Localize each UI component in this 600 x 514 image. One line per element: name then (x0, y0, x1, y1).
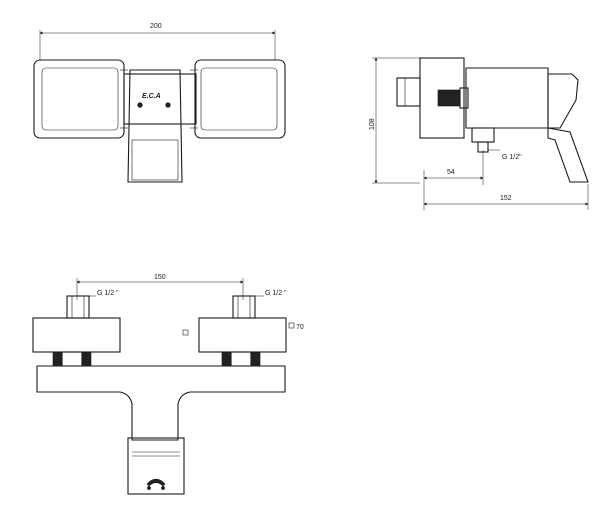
hot-indicator-icon (137, 102, 143, 108)
bottom-left-flange (32, 317, 121, 353)
front-handle (127, 69, 183, 183)
bottom-thread-right-label: G 1/2 " (265, 290, 287, 297)
bottom-left-nut (61, 351, 83, 367)
side-lever (547, 73, 579, 129)
bottom-square-label: 70 (296, 324, 304, 331)
side-view: 108 G 1/2" 54 152 (369, 57, 589, 210)
front-view: 200 E.C.A (33, 23, 286, 183)
bottom-right-flange (198, 317, 287, 353)
front-logo: E.C.A (142, 93, 161, 100)
side-inlet-pipe (396, 77, 421, 107)
side-height-label: 108 (369, 118, 376, 130)
side-spout (547, 127, 589, 183)
side-nut (437, 89, 461, 107)
front-right-flange (190, 59, 286, 139)
bottom-body (36, 365, 286, 441)
cold-indicator-icon (165, 102, 171, 108)
front-body-bar (123, 73, 197, 125)
bottom-spacing-label: 150 (154, 274, 166, 281)
bottom-right-inlet (232, 295, 256, 319)
bottom-thread-left-label: G 1/2 " (97, 290, 119, 297)
front-width-label: 200 (150, 23, 162, 30)
square-symbol-icon (288, 322, 295, 329)
bottom-left-inlet (66, 295, 90, 319)
shower-icon (146, 478, 166, 487)
side-outlet-nut (471, 127, 495, 143)
side-depth-label: 152 (500, 195, 512, 202)
bottom-view: 150 G 1/2 " G 1/2 " 70 (32, 274, 304, 495)
side-body (465, 67, 549, 129)
side-offset-label: 54 (447, 169, 455, 176)
front-left-flange (33, 59, 128, 139)
bottom-handle (127, 437, 185, 495)
side-thread-label: G 1/2" (502, 154, 522, 161)
bottom-right-nut (230, 351, 252, 367)
